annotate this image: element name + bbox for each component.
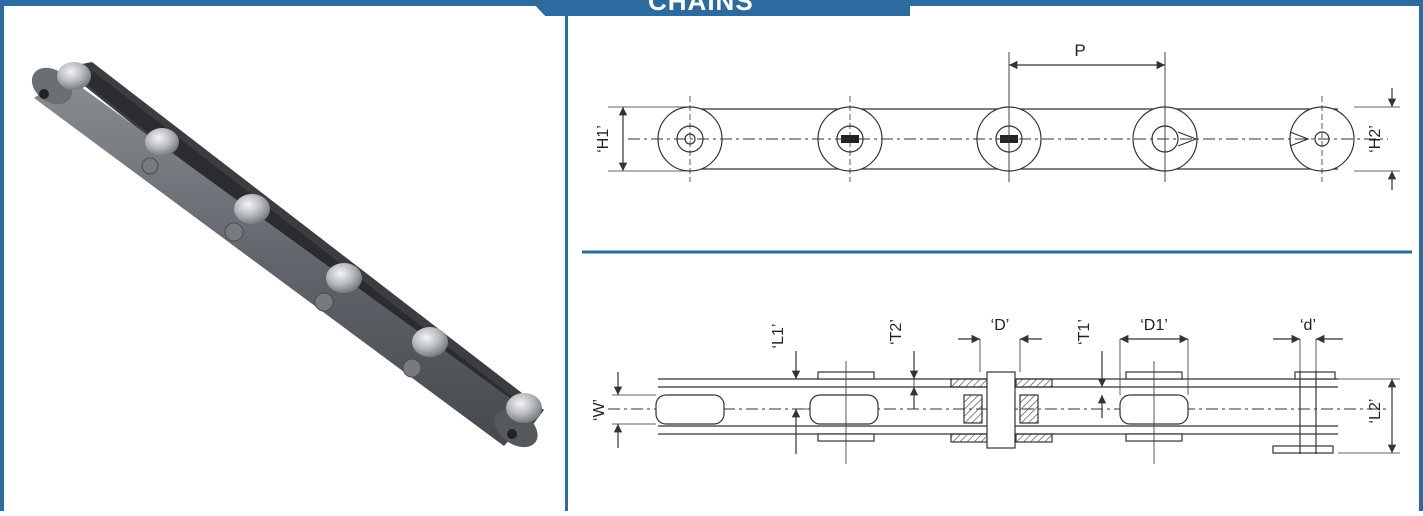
page-title: CHAINS (648, 0, 754, 16)
frame-divider (565, 0, 568, 511)
chain-photo-panel (4, 6, 565, 511)
height2-label: ‘H2’ (1367, 125, 1384, 153)
d-label: ‘D’ (991, 317, 1010, 334)
d1-label: ‘D1’ (1140, 317, 1168, 334)
chain-pins (141, 157, 422, 378)
t1-label: ‘T1’ (1076, 319, 1093, 345)
chain-rollers (57, 62, 542, 423)
small-d-label: ‘d’ (1300, 317, 1316, 334)
l2-label: ‘L2’ (1367, 399, 1384, 424)
pitch-label: P (1074, 41, 1085, 60)
title-banner: CHAINS (530, 0, 910, 16)
frame-left-border (0, 0, 4, 511)
w-label: ‘W’ (591, 399, 608, 421)
height1-label: ‘H1’ (595, 125, 612, 153)
l1-label: ‘L1’ (770, 324, 787, 349)
diagram-panel: P ‘H1’ ‘H2’ (568, 6, 1419, 511)
title-banner-background (530, 0, 910, 16)
top-view (608, 52, 1400, 190)
frame-right-border (1419, 0, 1423, 511)
section-view (608, 334, 1400, 464)
t2-label: ‘T2’ (888, 319, 905, 345)
chain-body (31, 62, 544, 448)
technical-drawing: P ‘H1’ ‘H2’ (582, 41, 1412, 464)
chain-photo (31, 62, 544, 448)
